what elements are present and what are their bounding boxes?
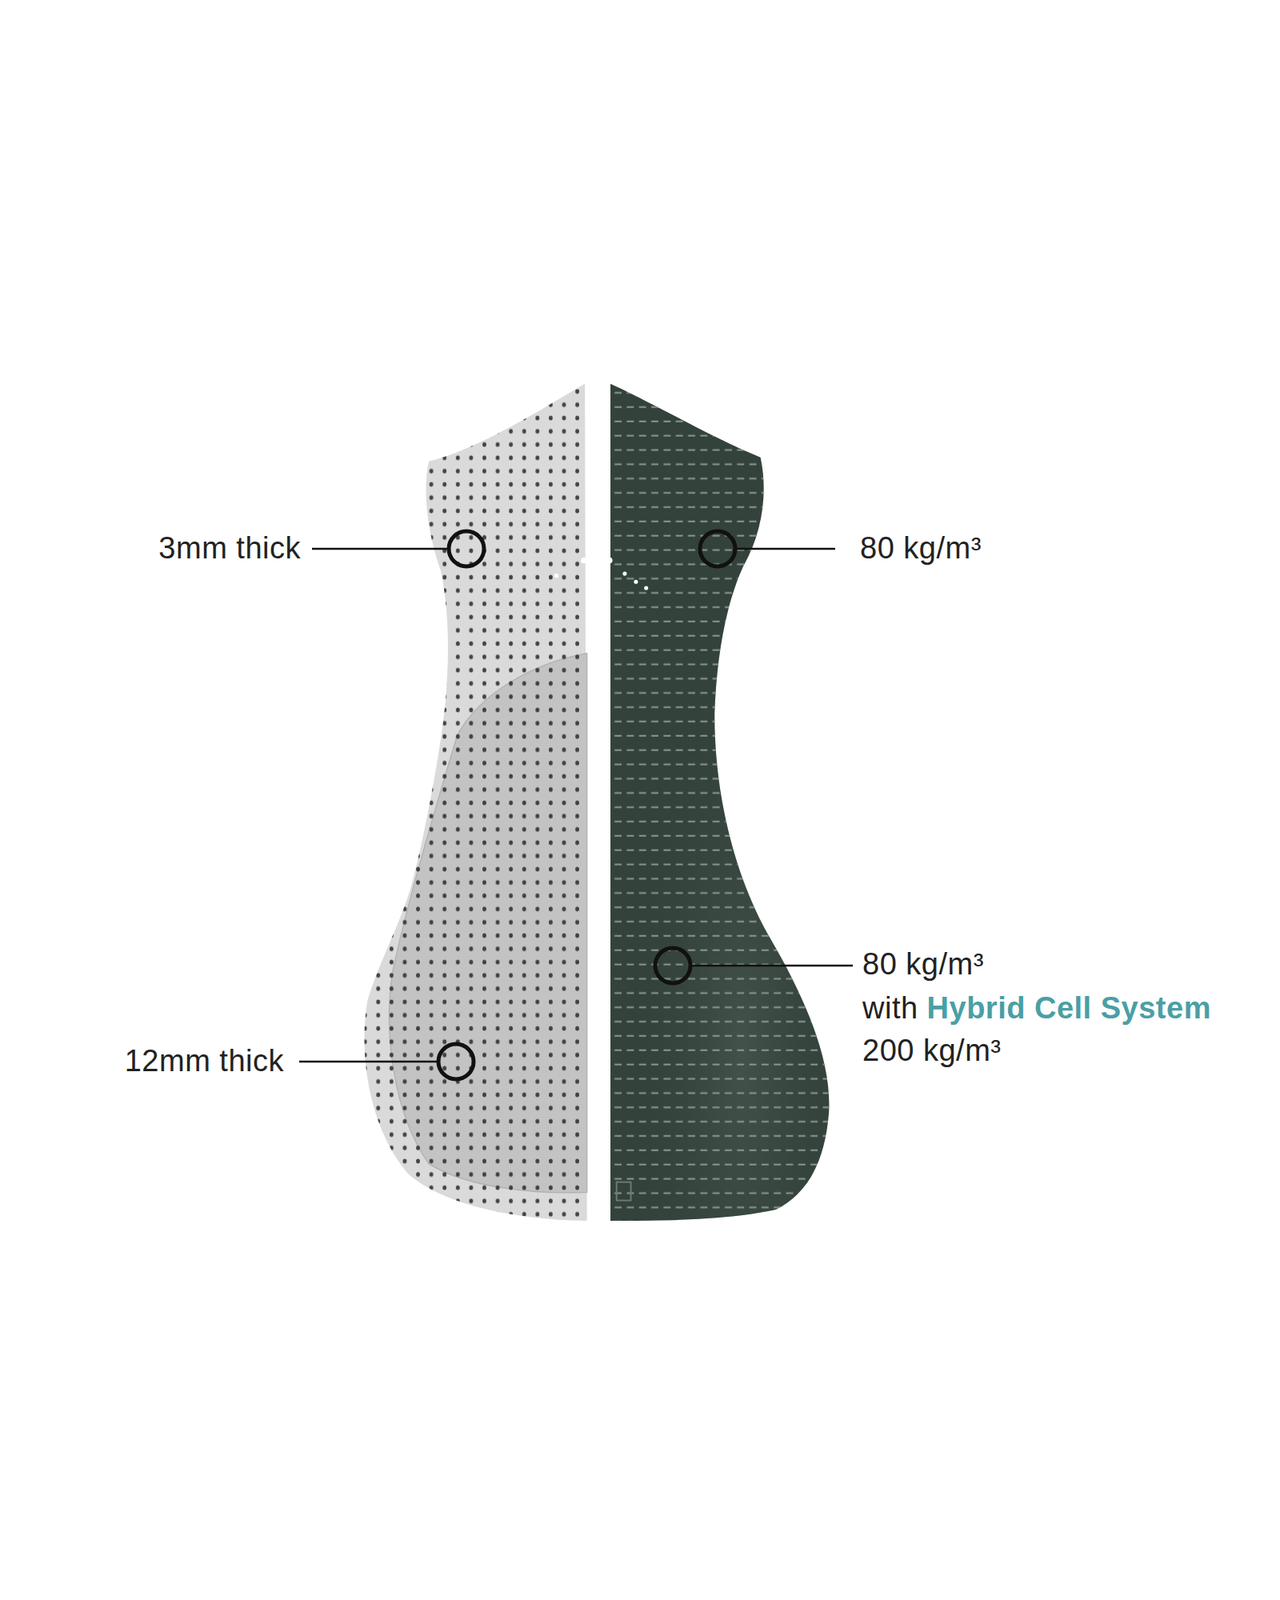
callout-circle xyxy=(448,531,484,567)
vent-holes xyxy=(554,553,648,591)
callouts xyxy=(299,531,853,1080)
density-label: 80 kg/m³ xyxy=(860,532,982,566)
callout-circle xyxy=(700,531,736,567)
technology-name: Hybrid Cell System xyxy=(927,992,1212,1026)
thickness-label: 12mm thick xyxy=(124,1044,284,1079)
pad-right-half xyxy=(610,384,829,1221)
callout-circle xyxy=(438,1044,474,1080)
density-label: 80 kg/m³ xyxy=(862,948,984,982)
pad-right-shade xyxy=(610,384,829,1221)
connector-word: with xyxy=(862,992,919,1026)
leader-line xyxy=(299,1060,438,1064)
fabric-texture xyxy=(610,384,829,1221)
leader-line xyxy=(312,548,448,551)
perforation xyxy=(364,384,587,1221)
thickness-label: 3mm thick xyxy=(158,532,301,566)
leader-line xyxy=(736,548,836,551)
pad-left-half xyxy=(364,384,587,1221)
callout-circle xyxy=(655,948,691,984)
tag xyxy=(616,1182,632,1201)
leader-line xyxy=(691,964,853,968)
pad-halves xyxy=(364,384,829,1221)
density-label: 200 kg/m³ xyxy=(862,1034,1001,1068)
